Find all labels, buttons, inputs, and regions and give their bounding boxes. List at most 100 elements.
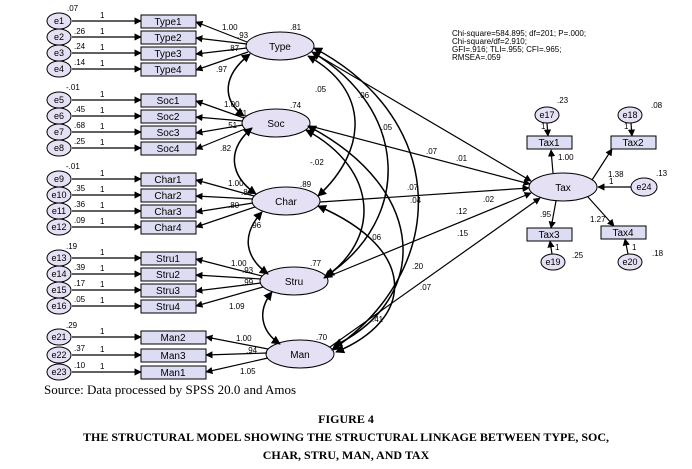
indicator-stru1: Stru1 1 e13 .19 xyxy=(46,242,197,267)
svg-text:1: 1 xyxy=(632,243,637,252)
svg-text:1: 1 xyxy=(100,345,105,354)
svg-text:Stru: Stru xyxy=(285,277,303,288)
svg-text:.36: .36 xyxy=(74,200,86,209)
svg-text:1: 1 xyxy=(541,122,546,131)
svg-text:.07: .07 xyxy=(67,4,79,13)
svg-text:Type4: Type4 xyxy=(154,65,182,76)
svg-text:1: 1 xyxy=(100,90,105,99)
svg-text:.19: .19 xyxy=(66,242,78,251)
svg-text:.70: .70 xyxy=(316,333,328,342)
svg-text:.39: .39 xyxy=(74,263,86,272)
indicator-stru2: Stru2 1 e14 .39 xyxy=(46,263,197,283)
svg-text:e15: e15 xyxy=(51,285,66,295)
indicator-char3: Char3 1 e11 .36 xyxy=(46,200,197,220)
svg-text:1.00: 1.00 xyxy=(558,153,574,162)
svg-text:1: 1 xyxy=(100,11,105,20)
svg-text:.06: .06 xyxy=(358,91,370,100)
latent-stru: Stru .77 xyxy=(259,259,329,296)
svg-text:.13: .13 xyxy=(656,169,668,178)
svg-text:.77: .77 xyxy=(310,259,322,268)
disturbance-e24: e24 .13 1 xyxy=(597,169,668,197)
indicator-soc4: Soc4 1 e8 .25 xyxy=(46,137,197,157)
source-note: Source: Data processed by SPSS 20.0 and … xyxy=(44,382,297,397)
svg-text:1: 1 xyxy=(100,280,105,289)
svg-text:e19: e19 xyxy=(545,257,560,267)
svg-text:.07: .07 xyxy=(426,147,438,156)
svg-text:1: 1 xyxy=(100,248,105,257)
svg-text:1: 1 xyxy=(100,201,105,210)
svg-text:e17: e17 xyxy=(539,110,554,120)
svg-text:.81: .81 xyxy=(290,23,302,32)
svg-text:e14: e14 xyxy=(51,269,66,279)
figure-caption-line2: CHAR, STRU, MAN, AND TAX xyxy=(262,448,430,462)
svg-text:Char3: Char3 xyxy=(154,207,182,218)
svg-text:.93: .93 xyxy=(237,31,249,40)
svg-text:e7: e7 xyxy=(54,127,64,137)
svg-text:e18: e18 xyxy=(622,110,637,120)
svg-text:-.02: -.02 xyxy=(310,158,324,167)
svg-text:.25: .25 xyxy=(572,251,584,260)
svg-text:.04: .04 xyxy=(410,196,422,205)
svg-text:Soc1: Soc1 xyxy=(157,96,180,107)
svg-text:.41: .41 xyxy=(372,315,384,324)
svg-text:Char: Char xyxy=(275,197,297,208)
indicator-group-soc: 1.00 .71 .51 .82 Soc1 1 e5 -.01 Soc2 1 e… xyxy=(46,83,248,157)
svg-text:1: 1 xyxy=(555,243,560,252)
svg-text:1.05: 1.05 xyxy=(240,367,256,376)
svg-text:Tax4: Tax4 xyxy=(612,228,634,239)
svg-text:Char4: Char4 xyxy=(154,223,182,234)
indicator-group-type: 1.00 .93 .87 .97 Type1 1 e1 .07 Type2 1 … xyxy=(46,4,249,78)
svg-text:1: 1 xyxy=(100,264,105,273)
indicator-man3: Man3 1 e22 .37 xyxy=(46,344,207,364)
svg-text:.18: .18 xyxy=(652,249,664,258)
indicator-group-man: 1.00 .94 1.05 Man2 1 e21 .29 Man3 1 e22 … xyxy=(46,321,269,381)
indicator-type1: Type1 1 e1 .07 xyxy=(46,4,197,30)
svg-text:Char2: Char2 xyxy=(154,191,182,202)
svg-text:1.27: 1.27 xyxy=(590,215,606,224)
indicator-stru3: Stru3 1 e15 .17 xyxy=(46,279,197,299)
svg-text:.26: .26 xyxy=(74,27,86,36)
svg-text:Stru1: Stru1 xyxy=(156,254,180,265)
indicator-man2: Man2 1 e21 .29 xyxy=(46,321,207,346)
svg-text:.05: .05 xyxy=(74,295,86,304)
indicator-soc1: Soc1 1 e5 -.01 xyxy=(46,83,197,109)
svg-text:.09: .09 xyxy=(74,216,86,225)
svg-text:-.01: -.01 xyxy=(66,162,80,171)
svg-text:e8: e8 xyxy=(54,143,64,153)
svg-text:Tax: Tax xyxy=(555,183,571,194)
svg-text:e21: e21 xyxy=(51,332,66,342)
svg-text:.06: .06 xyxy=(370,233,382,242)
svg-text:Type2: Type2 xyxy=(154,33,182,44)
svg-text:1.00: 1.00 xyxy=(222,23,238,32)
indicator-man1: Man1 1 e23 .10 xyxy=(46,361,207,381)
svg-text:e1: e1 xyxy=(54,16,64,26)
svg-text:Stru3: Stru3 xyxy=(156,286,180,297)
svg-text:e23: e23 xyxy=(51,367,66,377)
svg-text:e6: e6 xyxy=(54,111,64,121)
svg-text:e3: e3 xyxy=(54,48,64,58)
svg-text:Tax2: Tax2 xyxy=(622,138,644,149)
svg-text:1.00: 1.00 xyxy=(236,334,252,343)
indicator-group-char: 1.00 .84 .80 .96 Char1 1 e9 -.01 Char2 1… xyxy=(46,162,262,236)
svg-text:.24: .24 xyxy=(74,42,86,51)
svg-text:.15: .15 xyxy=(457,229,469,238)
svg-text:Chi-square=584.895; df=201; P=: Chi-square=584.895; df=201; P=.000; xyxy=(452,29,586,38)
svg-text:1: 1 xyxy=(100,43,105,52)
svg-text:1: 1 xyxy=(100,296,105,305)
indicator-tax1: Tax1 1.00 e17 .23 1 xyxy=(526,96,574,174)
svg-text:.23: .23 xyxy=(557,96,569,105)
svg-text:1: 1 xyxy=(100,122,105,131)
structural-paths: .06 .07 .02 .12 .41 xyxy=(309,51,541,348)
indicator-type2: Type2 1 e2 .26 xyxy=(46,27,197,46)
svg-text:e5: e5 xyxy=(54,95,64,105)
svg-text:.20: .20 xyxy=(412,262,424,271)
svg-text:.25: .25 xyxy=(74,137,86,146)
latent-man: Man .70 xyxy=(265,333,335,369)
svg-text:-.01: -.01 xyxy=(66,83,80,92)
svg-text:GFI=.916; TLI=.955; CFI=.965;: GFI=.916; TLI=.955; CFI=.965; xyxy=(452,45,561,54)
svg-text:RMSEA=.059: RMSEA=.059 xyxy=(452,53,501,62)
fit-statistics: Chi-square=584.895; df=201; P=.000; Chi-… xyxy=(452,29,586,62)
svg-text:e9: e9 xyxy=(54,174,64,184)
svg-text:e16: e16 xyxy=(51,301,66,311)
svg-text:.51: .51 xyxy=(226,121,238,130)
